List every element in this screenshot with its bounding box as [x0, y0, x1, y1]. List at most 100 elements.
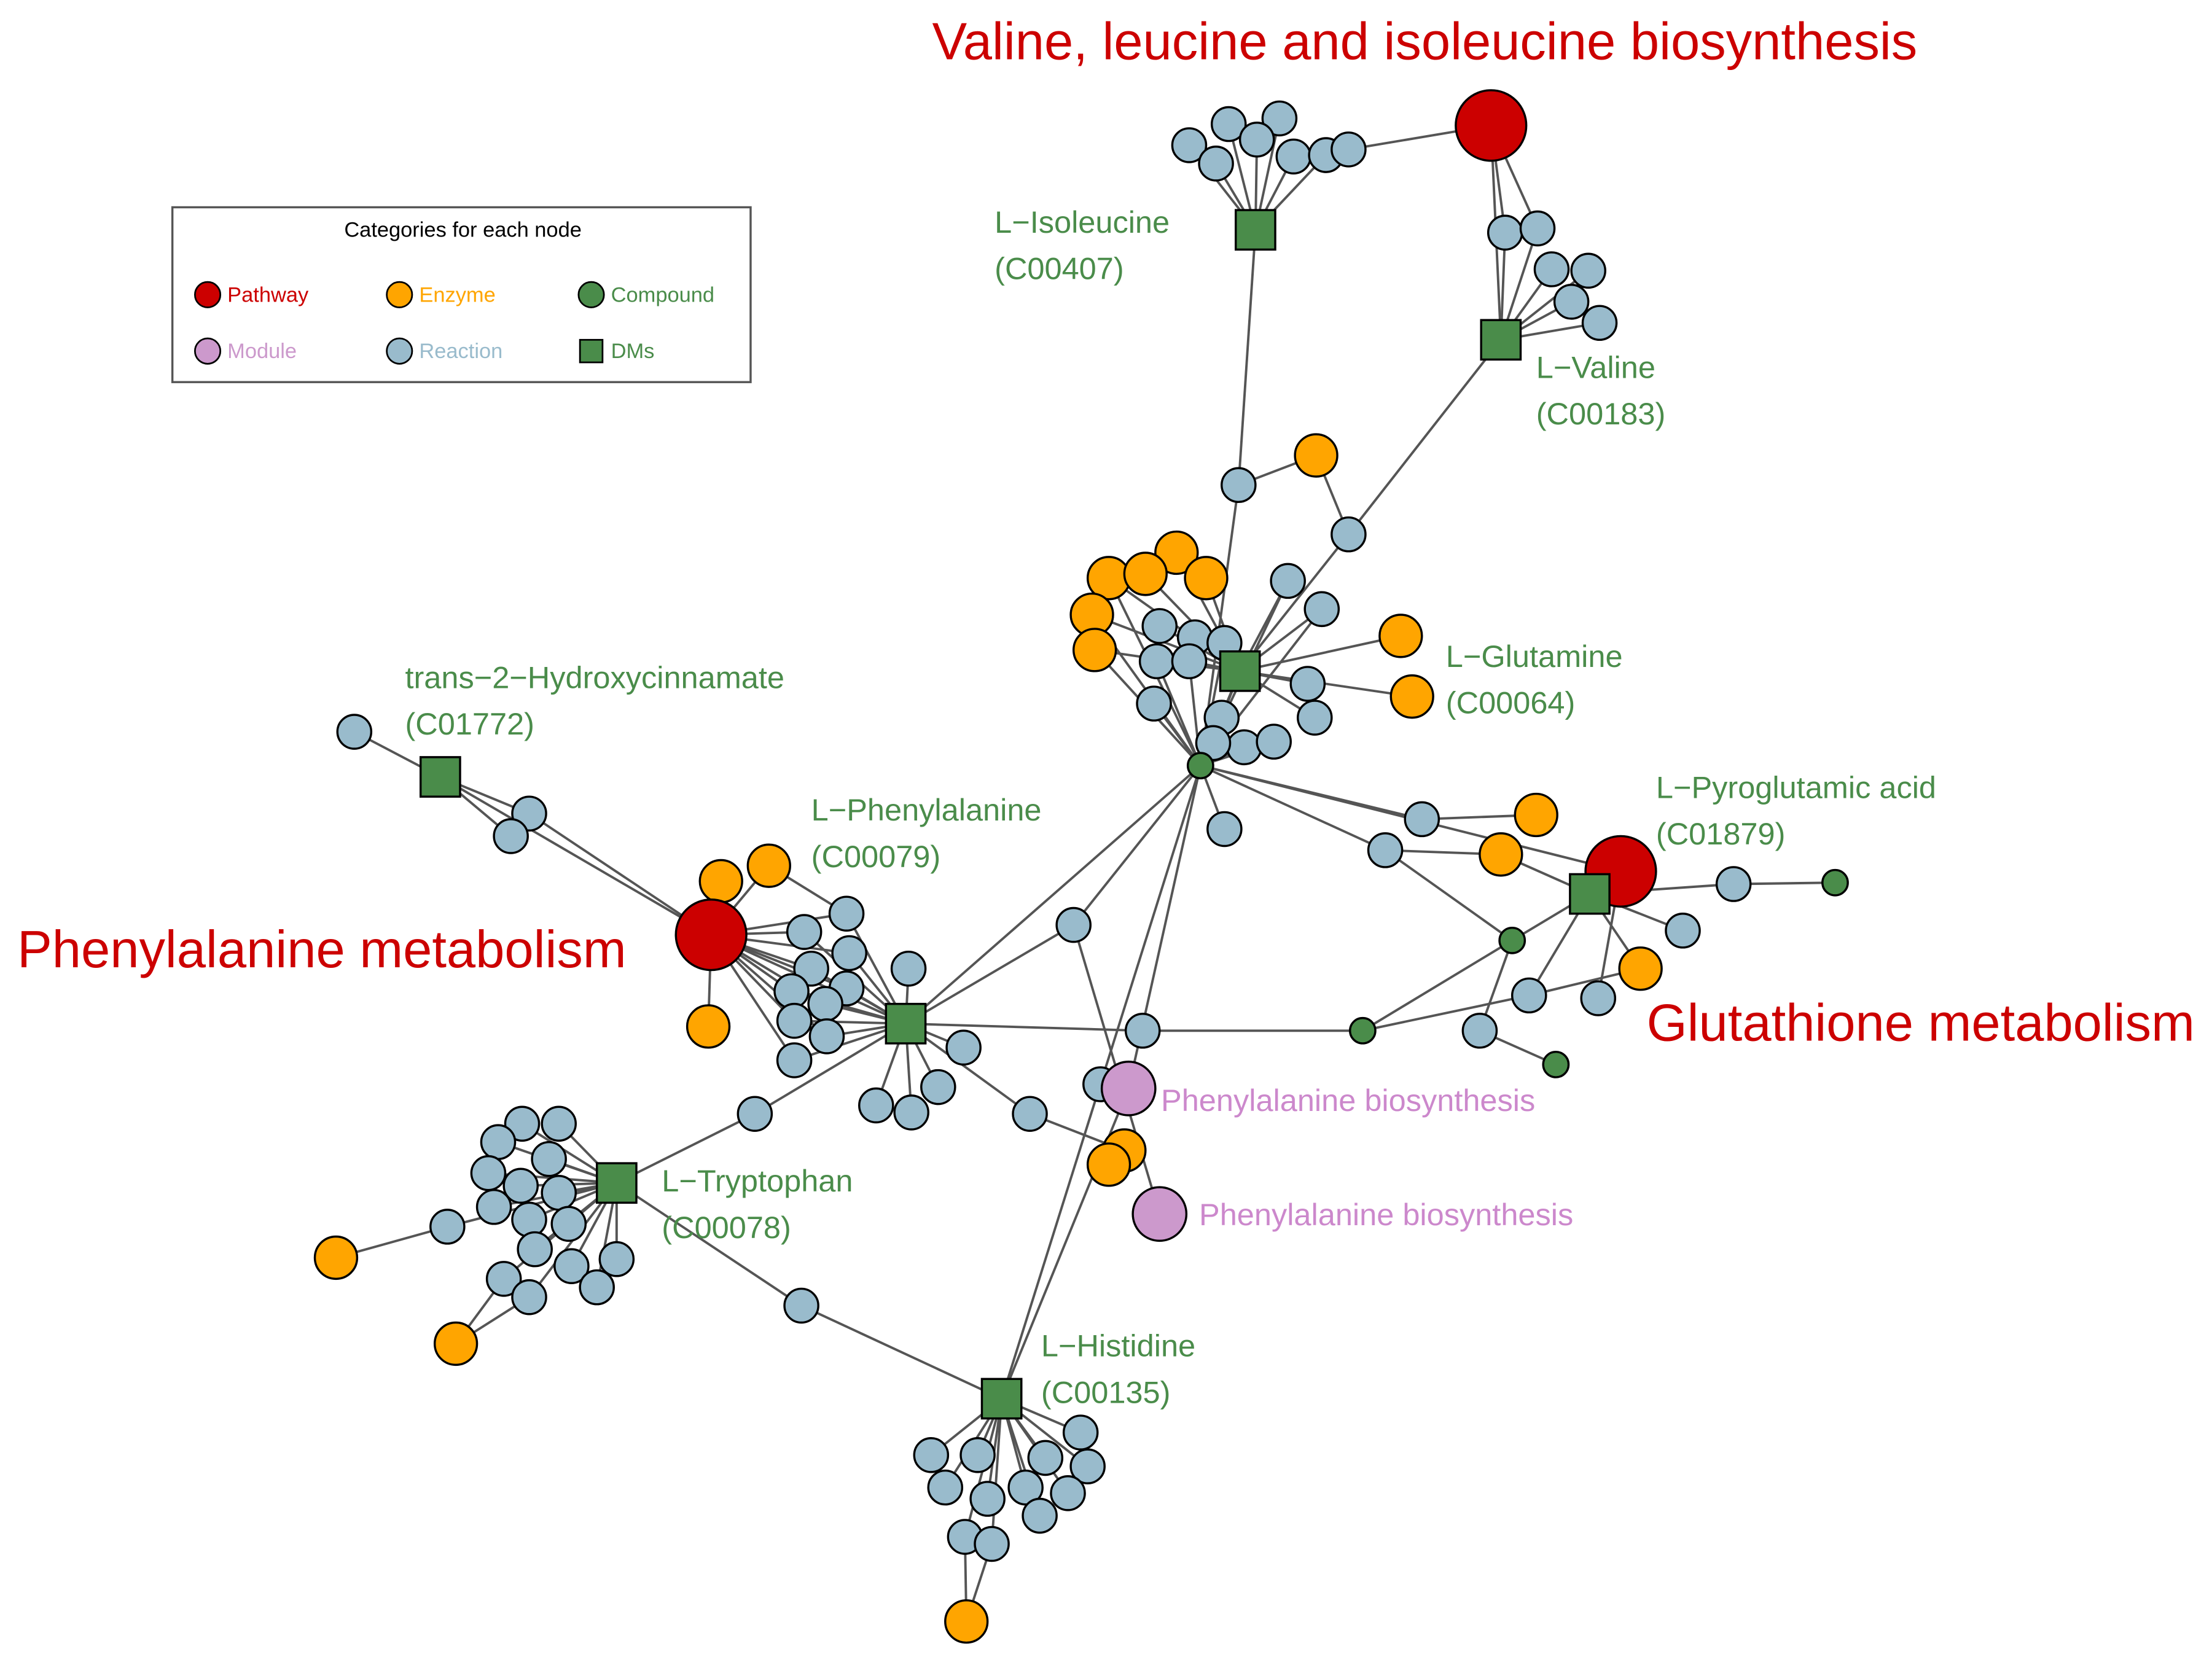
reaction-node	[786, 914, 823, 950]
pathway-node	[1455, 89, 1528, 162]
reaction-node	[1297, 700, 1333, 736]
reaction-node	[890, 950, 927, 987]
reaction-node	[1124, 1013, 1161, 1049]
enzyme-node	[1479, 832, 1523, 877]
edge	[905, 1022, 1143, 1032]
dm-id: (C01772)	[405, 706, 534, 741]
reaction-node	[1331, 131, 1367, 168]
edge	[1073, 765, 1202, 926]
enzyme-node	[1378, 614, 1423, 658]
reaction-node	[1487, 214, 1523, 251]
reaction-node	[480, 1124, 517, 1160]
reaction-node	[737, 1096, 773, 1132]
reaction-node	[1012, 1096, 1048, 1132]
reaction-node	[1303, 591, 1340, 628]
reaction-node	[511, 1201, 547, 1238]
reaction-node	[1289, 666, 1326, 702]
reaction-node	[1275, 138, 1312, 175]
edge	[1347, 339, 1502, 536]
dm-name: L−Glutamine	[1446, 639, 1623, 674]
pathway-label-valine: Valine, leucine and isoleucine biosynthe…	[932, 12, 1917, 70]
reaction-node	[1715, 866, 1752, 902]
dm-label-tryptophan: L−Tryptophan (C00078)	[662, 1163, 853, 1245]
reaction-node	[893, 1094, 929, 1131]
edge	[528, 813, 712, 936]
reaction-node	[969, 1481, 1006, 1517]
reaction-node	[502, 1167, 539, 1204]
enzyme-node	[1154, 530, 1199, 575]
dm-label-glutamine: L−Glutamine (C00064)	[1446, 639, 1623, 720]
reaction-node	[1270, 563, 1306, 599]
edge	[1384, 849, 1513, 941]
reaction-node	[511, 1279, 547, 1315]
reaction-node	[828, 895, 865, 932]
reaction-node	[1022, 1497, 1058, 1534]
edge	[1200, 764, 1386, 852]
legend-dms-marker	[579, 338, 604, 364]
reaction-node	[485, 1261, 522, 1297]
reaction-node	[1553, 284, 1590, 320]
reaction-node	[808, 1018, 845, 1054]
reaction-node	[1238, 122, 1275, 158]
reaction-node	[579, 1269, 615, 1306]
dm-id: (C00064)	[1446, 685, 1576, 720]
dm-name: L−Histidine	[1041, 1328, 1195, 1363]
reaction-node	[793, 950, 829, 987]
reaction-node	[1195, 725, 1232, 762]
dm-node	[1219, 650, 1261, 692]
enzyme-node	[1184, 556, 1229, 601]
dm-name: L−Pyroglutamic acid	[1656, 770, 1936, 805]
reaction-node	[773, 973, 810, 1010]
dm-label-hydroxycinnamate: trans−2−Hydroxycinnamate (C01772)	[405, 660, 784, 741]
reaction-node	[959, 1437, 996, 1473]
reaction-node	[1331, 516, 1367, 553]
legend-compound-marker	[577, 281, 605, 308]
dm-id: (C00407)	[995, 251, 1124, 286]
reaction-node	[470, 1155, 507, 1191]
compound-node	[1821, 868, 1849, 897]
reaction-node	[776, 1002, 813, 1039]
reaction-node	[517, 1231, 553, 1268]
edge	[905, 765, 1202, 1025]
dm-label-phenylalanine: L−Phenylalanine (C00079)	[811, 792, 1042, 874]
enzyme-node	[1618, 946, 1663, 991]
reaction-node	[1256, 723, 1292, 760]
enzyme-node	[686, 1004, 731, 1049]
compound-node	[1542, 1050, 1570, 1078]
enzyme-node	[1123, 551, 1168, 596]
reaction-node	[776, 1042, 813, 1078]
dm-node	[1480, 319, 1522, 361]
enzyme-node	[1086, 1142, 1131, 1187]
reaction-node	[553, 1248, 590, 1284]
reaction-node	[1404, 801, 1440, 838]
reaction-node	[531, 1140, 567, 1177]
reaction-node	[541, 1175, 577, 1211]
legend: Categories for each node Pathway Enzyme …	[171, 206, 752, 383]
module-node	[1131, 1186, 1188, 1242]
reaction-node	[1210, 106, 1247, 142]
enzyme-node	[1294, 433, 1339, 478]
dm-name: L−Phenylalanine	[811, 792, 1042, 827]
reaction-node	[1007, 1469, 1044, 1506]
edge	[1362, 939, 1513, 1032]
reaction-node	[1461, 1013, 1498, 1049]
edge	[905, 924, 1074, 1025]
reaction-node	[1221, 467, 1257, 504]
compound-node	[1498, 926, 1526, 954]
module-node	[1100, 1061, 1157, 1117]
reaction-node	[1198, 146, 1234, 182]
edge	[990, 1398, 1003, 1545]
reaction-node	[1580, 980, 1617, 1016]
module-label-2: Phenylalanine biosynthesis	[1199, 1197, 1573, 1232]
reaction-node	[1062, 1414, 1099, 1451]
reaction-node	[1570, 252, 1606, 289]
pathway-label-glutathione: Glutathione metabolism	[1647, 993, 2195, 1051]
reaction-node	[1141, 608, 1178, 644]
legend-pathway-marker	[193, 281, 222, 308]
dm-label-valine: L−Valine (C00183)	[1536, 349, 1666, 431]
compound-node	[1186, 752, 1214, 780]
reaction-node	[1665, 912, 1701, 949]
dm-id: (C00183)	[1536, 396, 1666, 431]
legend-module-marker	[193, 337, 222, 365]
